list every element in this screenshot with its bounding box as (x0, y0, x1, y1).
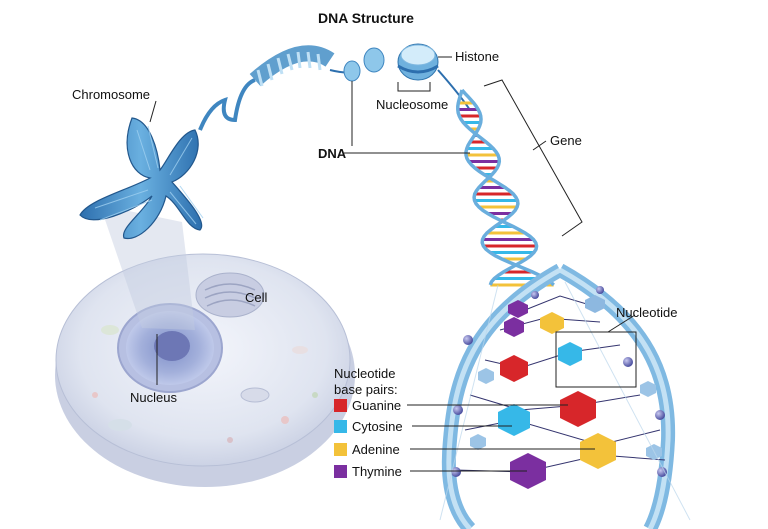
helix-strand-a (460, 88, 555, 287)
legend-item-cytosine: Cytosine (334, 418, 403, 434)
label-cell: Cell (245, 290, 268, 305)
chromatin-fiber (198, 45, 385, 131)
guanine-swatch (334, 398, 347, 412)
legend-label: Adenine (352, 441, 400, 457)
cell (55, 253, 355, 487)
chromosome (79, 117, 204, 240)
label-nucleus: Nucleus (130, 390, 177, 405)
legend-heading-line1: Nucleotide (334, 366, 396, 381)
label-histone: Histone (455, 49, 500, 64)
legend-item-adenine: Adenine (334, 441, 400, 457)
cytosine-swatch (334, 419, 347, 433)
label-gene: Gene (550, 133, 582, 148)
nucleosome (397, 43, 471, 111)
zoom-lines (439, 281, 691, 521)
label-nucleotide: Nucleotide (616, 305, 678, 320)
cytosine-base (558, 342, 582, 366)
thymine-swatch (334, 464, 347, 478)
legend-label: Guanine (352, 397, 402, 413)
label-chromosome: Chromosome (72, 87, 151, 102)
label-nucleosome: Nucleosome (376, 97, 449, 112)
legend-item-thymine: Thymine (334, 463, 402, 479)
adenine-swatch (334, 442, 347, 456)
legend-label: Cytosine (352, 418, 403, 434)
guanine-base (500, 355, 528, 382)
diagram-title: DNA Structure (318, 10, 414, 26)
nucleotide-ladder (441, 263, 676, 529)
legend-item-guanine: Guanine (334, 397, 401, 413)
legend-label: Thymine (352, 463, 402, 479)
label-dna: DNA (318, 146, 347, 161)
legend-heading: Nucleotide base pairs: (334, 366, 398, 398)
adenine-base (580, 433, 616, 469)
legend-heading-line2: base pairs: (334, 382, 398, 397)
gene-helix (456, 88, 555, 287)
leader-lines (149, 56, 637, 472)
thymine-base (510, 453, 546, 489)
helix-strand-b (456, 89, 539, 286)
